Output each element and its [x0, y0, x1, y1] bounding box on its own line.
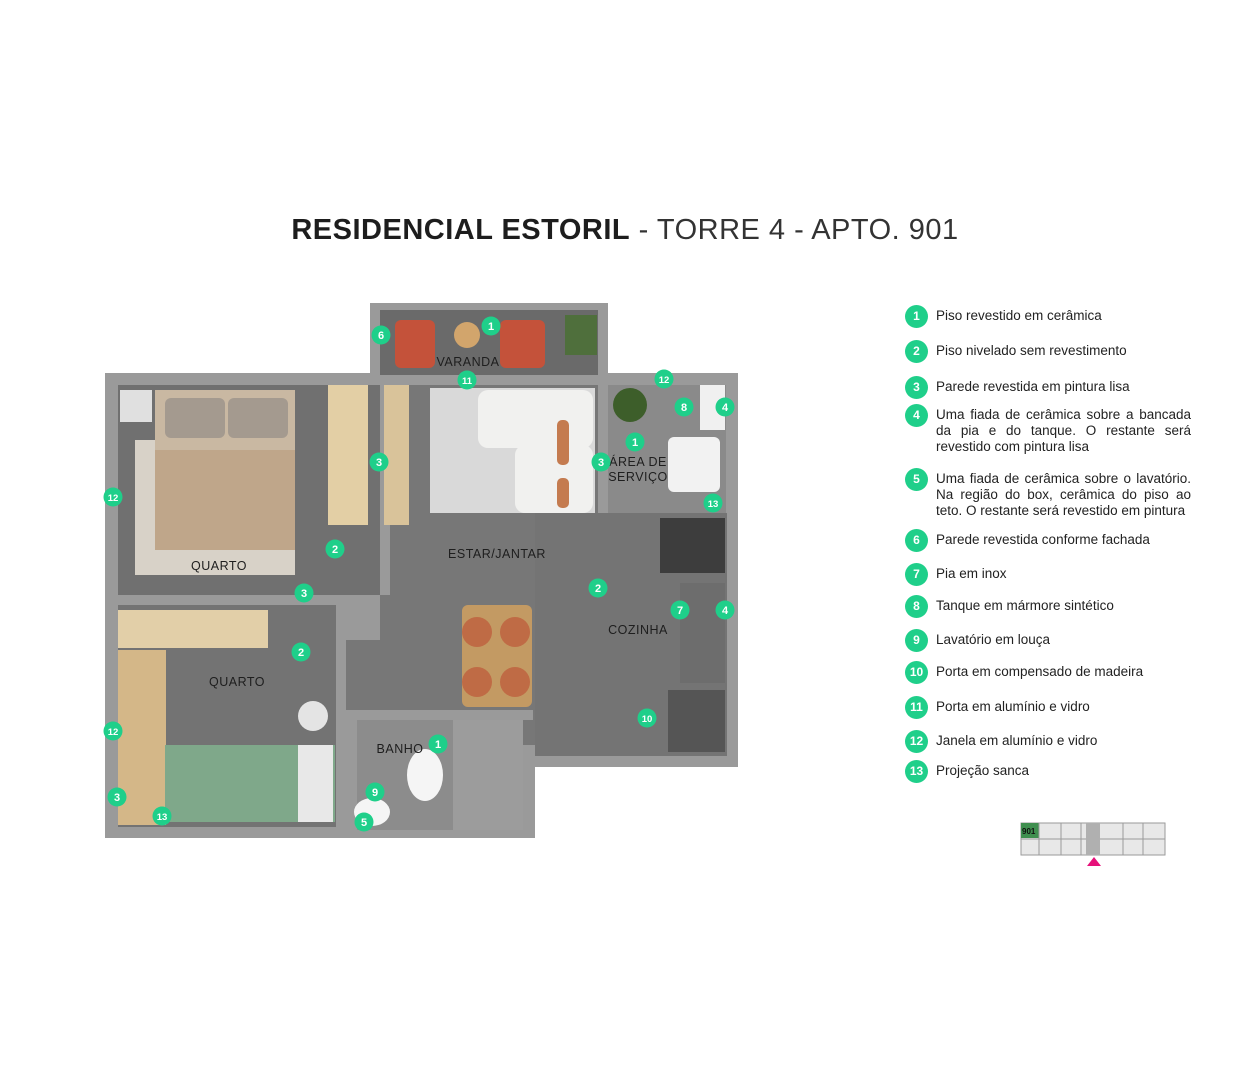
- plan-marker-12: [654, 369, 674, 389]
- plan-marker-2: [588, 578, 608, 598]
- legend-number-badge: 1: [905, 305, 928, 328]
- plan-marker-3: [294, 583, 314, 603]
- legend-number-badge: 9: [905, 629, 928, 652]
- legend-number-badge: 7: [905, 563, 928, 586]
- legend-text: Uma fiada de cerâmica sobre a bancada da…: [936, 407, 1191, 454]
- area-line-1: ÁREA DE: [609, 454, 667, 469]
- plan-marker-label: 12: [659, 375, 670, 386]
- plan-marker-label: 2: [332, 544, 338, 556]
- legend-text: Parede revestida em pintura lisa: [936, 379, 1130, 394]
- legend-text: Porta em alumínio e vidro: [936, 699, 1090, 714]
- legend-number-badge: 8: [905, 595, 928, 618]
- room-label-cozinha: COZINHA: [608, 623, 668, 637]
- key-plan: 901: [1020, 822, 1166, 866]
- plan-marker-label: 3: [114, 792, 120, 804]
- room-label-varanda: VARANDA: [436, 355, 499, 369]
- plan-marker-label: 3: [598, 457, 604, 469]
- plan-marker-label: 13: [157, 812, 168, 823]
- legend-text: Lavatório em louça: [936, 632, 1051, 647]
- plan-marker-1: [428, 734, 448, 754]
- plan-marker-3: [591, 452, 611, 472]
- plan-marker-2: [325, 539, 345, 559]
- plan-marker-3: [369, 452, 389, 472]
- title-rest: - TORRE 4 - APTO. 901: [630, 214, 959, 246]
- room-label-quarto-2: QUARTO: [209, 675, 265, 689]
- area-line-2: SERVIÇO: [608, 470, 668, 484]
- legend-number-badge: 3: [905, 376, 928, 399]
- legend-number-badge: 12: [905, 730, 928, 753]
- plan-marker-1: [625, 432, 645, 452]
- page-title: RESIDENCIAL ESTORIL - TORRE 4 - APTO. 90…: [0, 214, 1250, 247]
- plan-marker-9: [365, 782, 385, 802]
- legend-number-badge: 13: [905, 760, 928, 783]
- plan-marker-label: 7: [677, 605, 683, 617]
- legend-number-badge: 2: [905, 340, 928, 363]
- legend-text: Pia em inox: [936, 566, 1007, 581]
- plan-marker-label: 10: [642, 714, 653, 725]
- plan-marker-5: [354, 812, 374, 832]
- plan-marker-label: 13: [708, 499, 719, 510]
- plan-marker-4: [715, 397, 735, 417]
- legend-number-badge: 5: [905, 468, 928, 491]
- plan-marker-13: [703, 493, 723, 513]
- plan-marker-label: 6: [378, 330, 384, 342]
- plan-marker-label: 11: [462, 376, 473, 387]
- plan-marker-8: [674, 397, 694, 417]
- plan-marker-10: [637, 708, 657, 728]
- key-plan-unit-label: 901: [1022, 827, 1036, 836]
- plan-marker-7: [670, 600, 690, 620]
- plan-marker-13: [152, 806, 172, 826]
- legend-text: Piso revestido em cerâmica: [936, 308, 1102, 323]
- legend-number-badge: 4: [905, 404, 928, 427]
- legend-text: Projeção sanca: [936, 763, 1030, 778]
- plan-marker-12: [103, 487, 123, 507]
- legend-text: Tanque em mármore sintético: [936, 598, 1114, 613]
- plan-marker-2: [291, 642, 311, 662]
- furniture: [118, 315, 725, 826]
- plan-marker-label: 2: [298, 647, 304, 659]
- plan-marker-3: [107, 787, 127, 807]
- plan-marker-label: 9: [372, 787, 378, 799]
- plan-marker-label: 1: [632, 437, 638, 449]
- plan-marker-label: 12: [108, 493, 119, 504]
- plan-marker-11: [457, 370, 477, 390]
- key-plan-unit-901: [1021, 823, 1039, 838]
- plan-marker-label: 4: [722, 402, 729, 414]
- plan-marker-12: [103, 721, 123, 741]
- legend-text: Parede revestida conforme fachada: [936, 532, 1150, 547]
- plan-marker-label: 3: [301, 588, 307, 600]
- plan-marker-6: [371, 325, 391, 345]
- plan-marker-4: [715, 600, 735, 620]
- plan-marker-label: 3: [376, 457, 382, 469]
- plan-marker-label: 4: [722, 605, 729, 617]
- legend-number-badge: 10: [905, 661, 928, 684]
- plan-marker-1: [481, 316, 501, 336]
- plan-marker-label: 1: [488, 321, 494, 333]
- legend-text: Uma fiada de cerâmica sobre o lavatório.…: [936, 471, 1191, 518]
- legend-text: Piso nivelado sem revestimento: [936, 343, 1127, 358]
- legend-number-badge: 11: [905, 696, 928, 719]
- plan-marker-label: 8: [681, 402, 687, 414]
- plan-marker-label: 12: [108, 727, 119, 738]
- legend-text: Janela em alumínio e vidro: [936, 733, 1098, 748]
- plan-marker-label: 2: [595, 583, 601, 595]
- legend-number-badge: 6: [905, 529, 928, 552]
- room-label-quarto: QUARTO: [191, 559, 247, 573]
- orientation-pointer-icon: [1087, 857, 1101, 866]
- legend-text: Porta em compensado de madeira: [936, 664, 1144, 679]
- plan-marker-label: 1: [435, 739, 441, 751]
- plan-marker-label: 5: [361, 817, 367, 829]
- room-label-estar-jantar: ESTAR/JANTAR: [448, 547, 546, 561]
- title-bold: RESIDENCIAL ESTORIL: [291, 214, 631, 246]
- room-label-banho: BANHO: [377, 742, 424, 756]
